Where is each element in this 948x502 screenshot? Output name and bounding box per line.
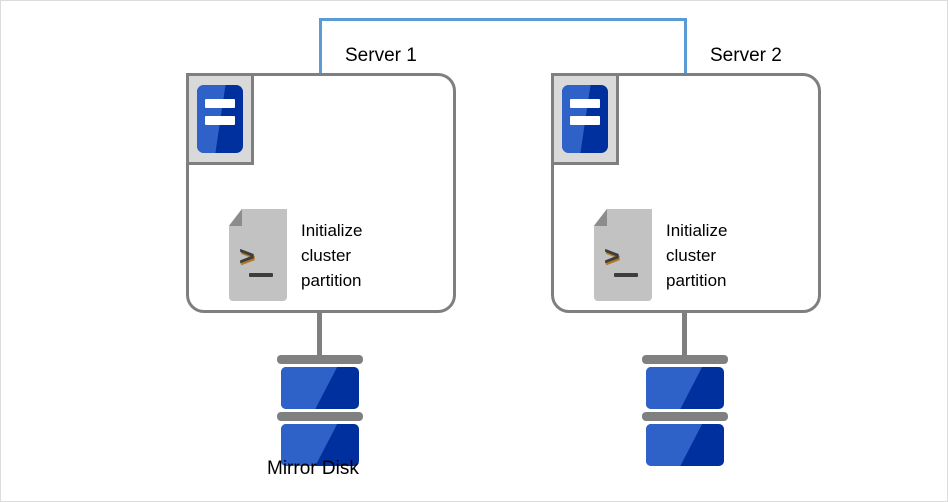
server-1-action-line-1: Initialize	[301, 220, 363, 240]
script-icon-prompt: >	[604, 241, 620, 271]
script-terminal-icon: >	[594, 209, 652, 301]
server-icon-bar-bottom	[570, 116, 600, 125]
disk-bar-top	[277, 355, 363, 364]
disk-bar-middle	[642, 412, 728, 421]
server-icon-bar-bottom	[205, 116, 235, 125]
server-2-disk-connector	[682, 311, 687, 359]
script-icon-cursor	[614, 273, 638, 277]
server-2-action-line-3: partition	[666, 270, 727, 290]
interconnect-line-right	[684, 18, 687, 74]
server-2-action-line-1: Initialize	[666, 220, 728, 240]
script-terminal-icon: >	[229, 209, 287, 301]
disk-segment-lower	[646, 424, 724, 466]
server-2-disk-stack	[642, 355, 728, 469]
mirror-disk-label: Mirror Disk	[267, 458, 359, 479]
server-2-badge	[551, 73, 619, 165]
server-1-label: Server 1	[345, 45, 417, 66]
server-2-label: Server 2	[710, 45, 782, 66]
server-1-action-text: Initialize cluster partition	[301, 218, 362, 293]
interconnect-line-horizontal	[319, 18, 687, 21]
server-1-badge	[186, 73, 254, 165]
disk-segment-sheen	[646, 424, 703, 466]
server-1-action-line-3: partition	[301, 270, 362, 290]
server-1-action: > Initialize cluster partition	[229, 209, 362, 301]
server-1-action-line-2: cluster	[301, 245, 352, 265]
disk-segment-sheen	[646, 367, 703, 409]
disk-segment-sheen	[281, 367, 338, 409]
interconnect-line-left	[319, 18, 322, 74]
disk-segment-upper	[646, 367, 724, 409]
server-2-action-text: Initialize cluster partition	[666, 218, 727, 293]
server-1-disk-stack	[277, 355, 363, 469]
server-icon	[562, 85, 608, 153]
server-1-disk-connector	[317, 311, 322, 359]
disk-bar-middle	[277, 412, 363, 421]
disk-bar-top	[642, 355, 728, 364]
server-icon-bar-top	[205, 99, 235, 108]
script-icon-prompt: >	[239, 241, 255, 271]
server-2-action-line-2: cluster	[666, 245, 717, 265]
server-icon	[197, 85, 243, 153]
script-icon-cursor	[249, 273, 273, 277]
disk-segment-lower	[281, 424, 359, 466]
server-icon-bar-top	[570, 99, 600, 108]
disk-segment-upper	[281, 367, 359, 409]
server-2-action: > Initialize cluster partition	[594, 209, 727, 301]
